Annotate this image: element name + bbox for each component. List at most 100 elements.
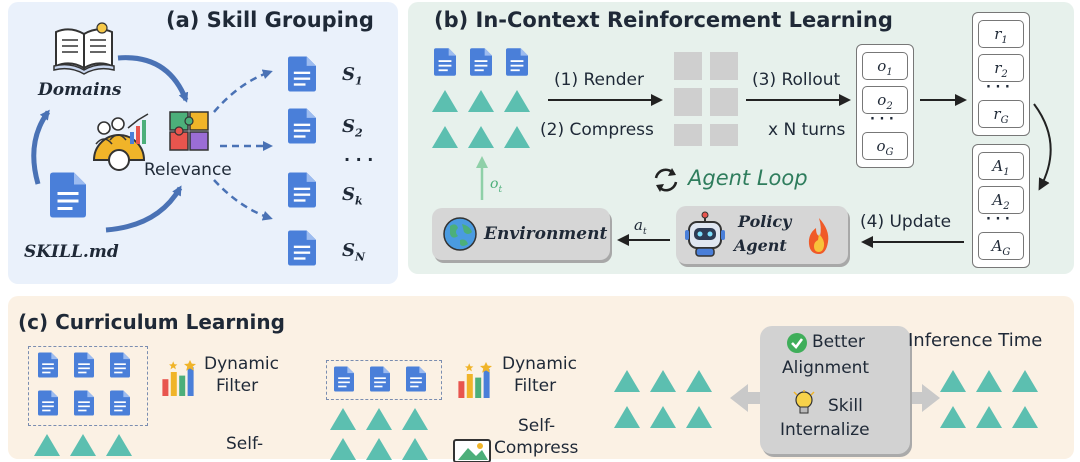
dynamic-filter-label-line2: Filter	[216, 376, 259, 396]
team-gear-icon	[92, 113, 149, 171]
task-triangle-icon	[366, 438, 392, 460]
image-tile	[710, 88, 738, 116]
self-compress-label-line2: Compress	[494, 438, 579, 458]
reward-cell-2: r2	[978, 54, 1024, 82]
globe-icon	[443, 217, 477, 251]
task-triangle-icon	[34, 434, 60, 456]
observation-arrow-label: ot	[490, 176, 503, 195]
panel-skill-grouping: (a) Skill Grouping Domains Relevance SKI…	[8, 2, 398, 284]
advantage-cell-g: AG	[978, 232, 1024, 260]
book-icon	[53, 22, 115, 75]
task-triangle-icon	[686, 406, 712, 428]
inference-time-label: Inference Time	[908, 330, 1043, 351]
skill-internalize-label-line1: Skill	[828, 396, 863, 416]
task-triangle-icon	[402, 438, 428, 460]
task-triangle-icon	[686, 370, 712, 392]
task-triangle-icon	[940, 370, 966, 392]
task-triangle-icon	[650, 406, 676, 428]
check-circle-icon	[787, 333, 807, 353]
skill-label-k: Sk	[342, 184, 363, 208]
image-tile	[674, 124, 702, 146]
skill-document-icon	[288, 230, 316, 266]
skill-document-icon	[110, 352, 130, 378]
observation-cell-2: o2	[862, 86, 908, 114]
skill-document-icon	[406, 366, 426, 392]
task-triangle-icon	[1012, 370, 1038, 392]
advantage-ellipsis: · · ·	[986, 212, 1010, 227]
observation-cell-g: oG	[862, 132, 908, 160]
policy-label-line1: Policy	[738, 212, 792, 231]
skill-document-icon	[334, 366, 354, 392]
image-tile	[710, 52, 738, 80]
skill-document-icon	[38, 390, 58, 416]
agent-loop-label: Agent Loop	[688, 166, 808, 190]
puzzle-icon	[169, 111, 209, 151]
panel-a-title: (a) Skill Grouping	[166, 8, 374, 32]
advantage-cell-2: A2	[978, 186, 1024, 214]
task-triangle-icon	[366, 408, 392, 430]
observation-ellipsis: · · ·	[870, 112, 894, 127]
skill-internalize-label-line2: Internalize	[780, 420, 870, 440]
self-label: Self-	[226, 434, 264, 454]
benefits-banner	[760, 326, 910, 454]
action-arrow-label: at	[634, 216, 647, 237]
task-triangle-icon	[976, 406, 1002, 428]
skill-document-icon	[288, 172, 316, 208]
panel-curriculum-learning: (c) Curriculum Learning Dynamic Filter S…	[8, 296, 1074, 462]
update-label: (4) Update	[860, 212, 952, 232]
skill-document-icon	[74, 390, 94, 416]
policy-label-line2: Agent	[734, 236, 787, 255]
task-triangle-icon	[614, 406, 640, 428]
better-label-line1: Better	[812, 332, 865, 352]
skill-ellipsis: · · ·	[344, 150, 374, 169]
filter-chart-icon	[160, 360, 196, 396]
panel-b-title: (b) In-Context Reinforcement Learning	[434, 8, 893, 32]
relevance-label: Relevance	[144, 160, 232, 180]
advantage-cell-1: A1	[978, 152, 1024, 180]
skill-document-icon	[74, 352, 94, 378]
filter-chart-icon	[456, 362, 492, 398]
skill-document-icon	[288, 56, 316, 92]
dynamic-filter-label-line1: Dynamic	[502, 354, 577, 374]
image-tile	[674, 52, 702, 80]
domains-label: Domains	[38, 80, 122, 100]
skill-document-icon	[370, 366, 390, 392]
panel-in-context-rl: (b) In-Context Reinforcement Learning (1…	[408, 2, 1074, 274]
skill-label-2: S2	[342, 116, 363, 140]
image-tile	[710, 124, 738, 146]
task-triangle-icon	[1012, 406, 1038, 428]
task-triangle-icon	[650, 370, 676, 392]
self-compress-label-line1: Self-	[518, 416, 556, 436]
skill-document-icon	[38, 352, 58, 378]
task-triangle-icon	[614, 370, 640, 392]
compress-image-icon	[453, 439, 491, 462]
better-label-line2: Alignment	[782, 358, 870, 378]
rollout-label: (3) Rollout	[752, 70, 841, 90]
lightbulb-icon	[793, 390, 815, 414]
skill-label-1: S1	[342, 64, 363, 88]
stage-1-skill-set	[28, 346, 148, 426]
image-tile	[674, 88, 702, 116]
robot-icon	[685, 211, 725, 257]
turns-label: x N turns	[768, 120, 846, 140]
render-label: (1) Render	[554, 70, 645, 90]
rl-arrows	[476, 94, 1052, 248]
environment-label: Environment	[484, 224, 608, 244]
task-triangle-icon	[976, 370, 1002, 392]
task-triangle-icon	[106, 434, 132, 456]
reward-ellipsis: · · ·	[986, 80, 1010, 95]
observation-cell-1: o1	[862, 52, 908, 80]
compress-label: (2) Compress	[540, 120, 654, 140]
skill-label-n: SN	[342, 240, 366, 264]
dynamic-filter-label-line2: Filter	[514, 376, 557, 396]
stage-2-skill-set	[326, 360, 442, 400]
skill-document-icon	[288, 108, 316, 144]
grouping-arrows	[31, 55, 273, 233]
dynamic-filter-label-line1: Dynamic	[204, 354, 279, 374]
skill-md-label: SKILL.md	[24, 242, 119, 262]
reward-cell-g: rG	[978, 100, 1024, 128]
fire-icon	[808, 218, 829, 254]
skill-document-icon	[110, 390, 130, 416]
reward-cell-1: r1	[978, 20, 1024, 48]
task-triangle-icon	[940, 406, 966, 428]
